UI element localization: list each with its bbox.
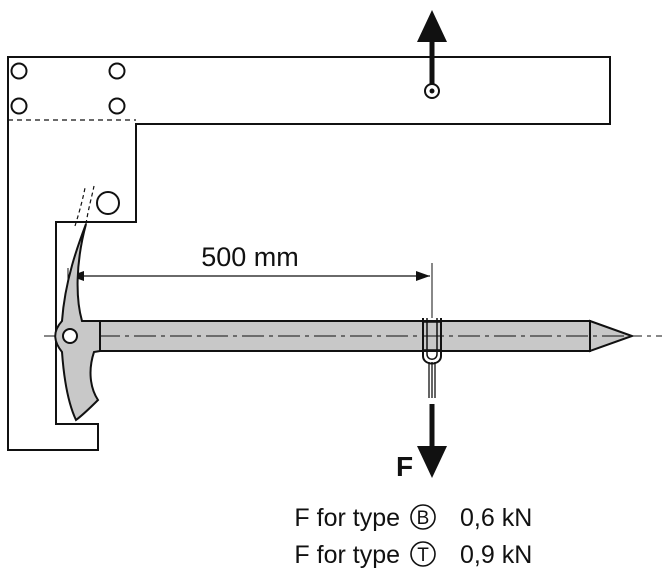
- force-label: F: [396, 451, 413, 482]
- applied-force-arrow: F: [396, 404, 447, 482]
- test-fixture: [7, 56, 611, 451]
- head-pivot-hole: [62, 328, 78, 344]
- axe-pick: [54, 223, 101, 422]
- bolt-hole-bottom-left: [10, 97, 28, 115]
- type-t-circle: [410, 541, 436, 567]
- support-pin: [96, 191, 120, 215]
- type-b-circle: [410, 504, 436, 530]
- note-b-prefix: F for type: [294, 504, 400, 532]
- bolt-hole-bottom-right: [108, 97, 126, 115]
- bolt-hole-top-left: [10, 62, 28, 80]
- pick-hidden-outline: [85, 185, 95, 225]
- axe-shaft: [97, 319, 635, 353]
- load-sling: [422, 318, 442, 398]
- bolt-hole-top-right: [108, 62, 126, 80]
- dimension-label: 500 mm: [201, 242, 299, 272]
- note-t-prefix: F for type: [294, 541, 400, 569]
- note-b-type-letter: B: [417, 508, 430, 529]
- note-b-value: 0,6 kN: [460, 504, 532, 532]
- pick-hidden-outline-inner: [74, 187, 86, 227]
- force-note-t: F for type T 0,9 kN: [294, 541, 532, 569]
- dimension-line: 500 mm: [67, 242, 433, 330]
- reaction-force-arrow: [417, 10, 447, 99]
- note-t-type-letter: T: [417, 545, 429, 566]
- fixture-frame: [7, 56, 611, 451]
- axe-head: [54, 185, 101, 422]
- note-t-value: 0,9 kN: [460, 541, 532, 569]
- force-note-b: F for type B 0,6 kN: [294, 504, 532, 532]
